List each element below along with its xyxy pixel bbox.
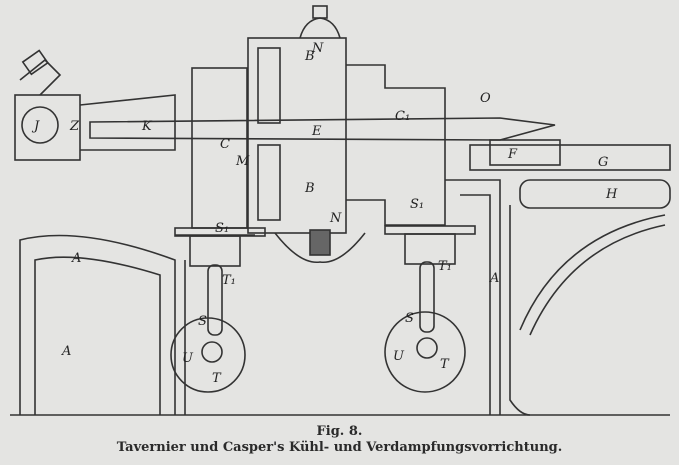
- arch-support: [509, 205, 666, 416]
- label-c1: C₁: [395, 109, 410, 124]
- figure-caption: Tavernier und Casper's Kühl- und Verdamp…: [116, 440, 563, 455]
- rod-right: [419, 261, 435, 333]
- block-f: [489, 139, 561, 166]
- rod-left: [207, 264, 223, 336]
- label-b: B: [304, 49, 315, 64]
- disc-left: [170, 317, 246, 393]
- left-frame: [19, 234, 176, 415]
- disc-right: [384, 311, 466, 393]
- label-z: Z: [69, 119, 80, 134]
- cylinder-b: [247, 37, 347, 234]
- technical-drawing: A A A B B C C₁ E F G H J Z K M N N O S₁ …: [10, 5, 671, 416]
- label-k: K: [141, 119, 153, 134]
- label-f: F: [507, 147, 518, 162]
- center-support: [175, 234, 255, 415]
- bottom-dome: [274, 232, 366, 264]
- label-s: S: [198, 314, 207, 329]
- label-c: C: [220, 137, 230, 152]
- figure-labels: A A A B B C C₁ E F G H J Z K M N N O S₁ …: [31, 41, 618, 386]
- label-e: E: [311, 124, 322, 139]
- label-n: N: [329, 211, 342, 226]
- label-n: N: [311, 41, 324, 56]
- label-a: A: [489, 271, 499, 286]
- chamber-c1: [346, 64, 446, 226]
- label-g: G: [598, 155, 608, 170]
- label-t1: T₁: [222, 273, 236, 288]
- figure-number: Fig. 8.: [316, 424, 363, 439]
- label-u: U: [182, 351, 194, 366]
- label-t1: T₁: [438, 259, 452, 274]
- label-t: T: [440, 357, 450, 372]
- top-dome: [299, 17, 341, 39]
- label-a: A: [61, 344, 71, 359]
- rail-g: [469, 144, 671, 171]
- label-a: A: [71, 251, 81, 266]
- label-m: M: [235, 154, 250, 169]
- label-j: J: [31, 119, 40, 134]
- label-u: U: [393, 349, 405, 364]
- label-s1: S₁: [410, 197, 424, 212]
- label-s1: S₁: [215, 221, 229, 236]
- label-s: S: [405, 311, 414, 326]
- label-b: B: [304, 181, 315, 196]
- label-o: O: [480, 91, 491, 106]
- label-t: T: [212, 371, 222, 386]
- valve-housing: [14, 94, 81, 161]
- label-h: H: [605, 187, 618, 202]
- shaft-e: [89, 117, 556, 141]
- bracket-h: [519, 179, 671, 209]
